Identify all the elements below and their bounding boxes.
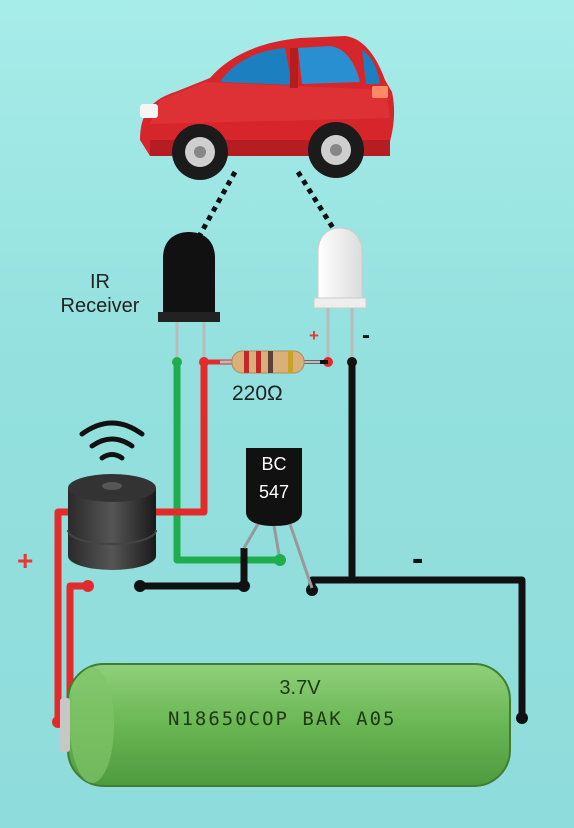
led-negative-sign: - bbox=[362, 322, 370, 349]
battery-model-label: N18650COP BAK A05 bbox=[168, 708, 397, 730]
wire-red bbox=[150, 362, 208, 516]
car-icon bbox=[140, 36, 395, 180]
ir-beam-line bbox=[295, 170, 341, 238]
battery-voltage-label: 3.7V bbox=[279, 677, 321, 699]
buzzer-positive-sign: + bbox=[17, 545, 34, 576]
wire-red bbox=[54, 508, 70, 722]
ir-beam-line bbox=[193, 170, 238, 244]
led-positive-sign: + bbox=[309, 326, 319, 345]
transistor-label-line2: 547 bbox=[258, 482, 290, 502]
led-icon bbox=[313, 227, 367, 367]
transistor-icon bbox=[242, 448, 314, 589]
battery-icon bbox=[60, 663, 511, 787]
battery-negative-sign: - bbox=[412, 540, 424, 578]
resistor-icon bbox=[220, 350, 320, 374]
transistor-label-line1: BC bbox=[261, 454, 287, 474]
resistor-value-label: 220Ω bbox=[232, 382, 283, 405]
buzzer-icon bbox=[67, 474, 157, 570]
ir-receiver-icon bbox=[158, 232, 220, 367]
ir-receiver-label: IR Receiver bbox=[60, 271, 140, 317]
sound-waves-icon bbox=[79, 420, 145, 461]
